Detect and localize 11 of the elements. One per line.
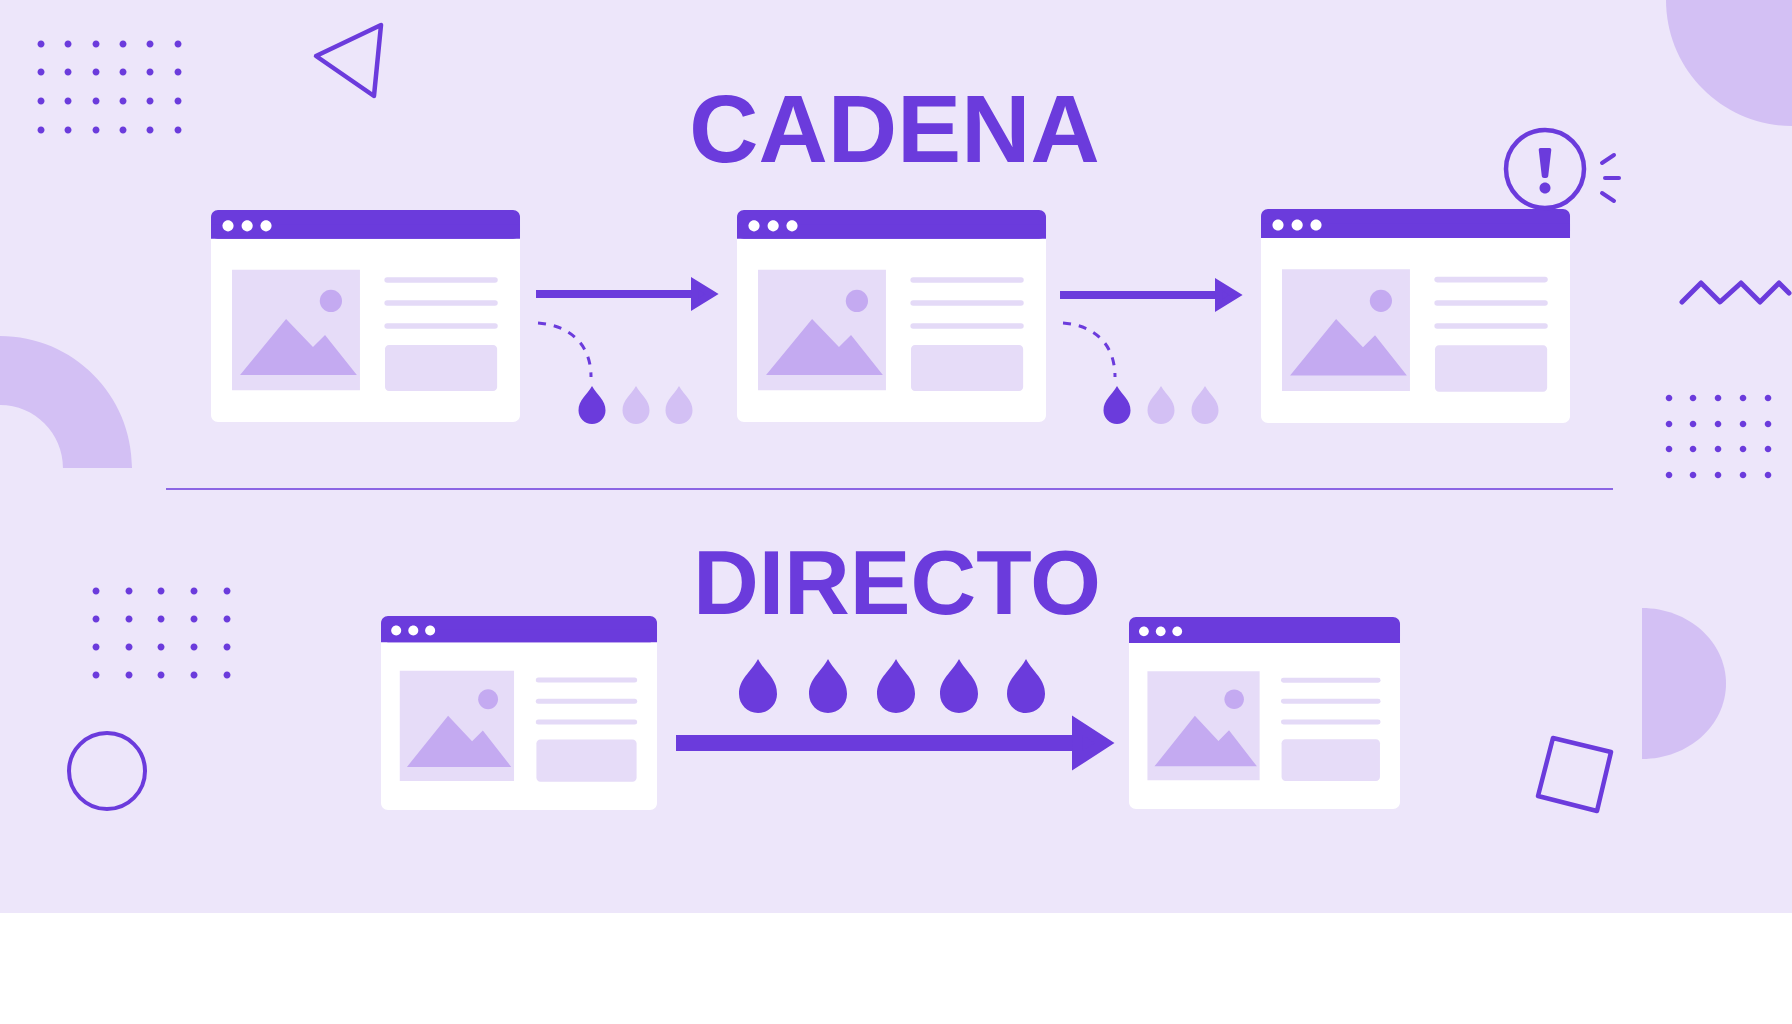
heading: CADENA — [693, 94, 1098, 163]
browser-window — [1261, 209, 1570, 423]
half-ring — [0, 336, 132, 468]
circle-outline — [67, 731, 147, 811]
browser-window — [381, 616, 657, 810]
browser-window — [737, 210, 1046, 422]
browser-window — [1129, 617, 1400, 809]
triangle-outline — [313, 22, 384, 99]
square-outline — [1535, 735, 1614, 814]
heading: DIRECTO — [699, 550, 1098, 615]
browser-window — [211, 210, 520, 422]
